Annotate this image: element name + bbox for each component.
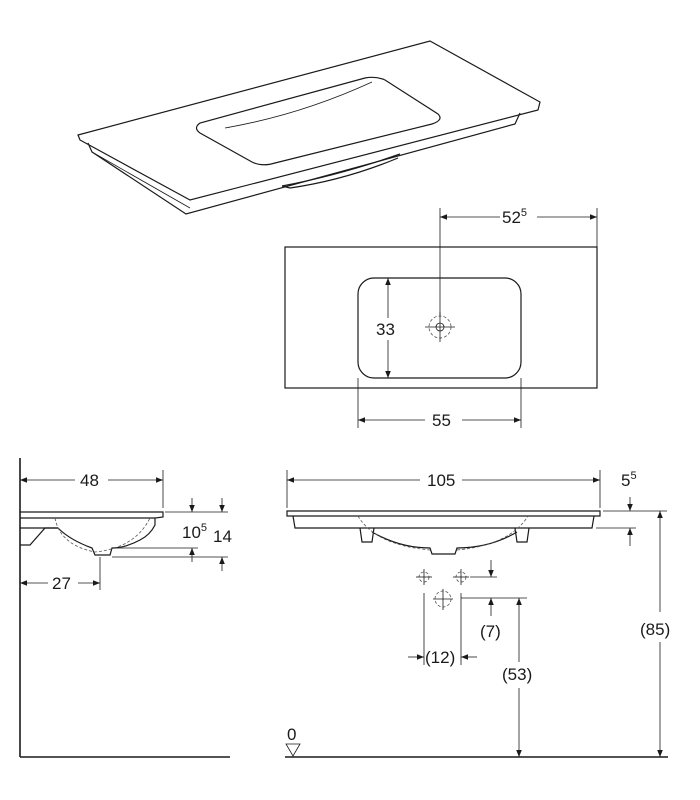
dim-drain-offset: 27 xyxy=(52,574,71,593)
hole-marker-icon xyxy=(416,569,432,585)
hole-marker-icon xyxy=(453,569,469,585)
dim-hole-spacing-vertical: (7) xyxy=(480,622,501,641)
dim-rim-thickness: 55 xyxy=(621,470,637,490)
plan-view: 525 33 55 xyxy=(284,207,598,430)
dim-drain-height: (53) xyxy=(502,665,532,684)
dim-bowl-height: 105 xyxy=(182,522,207,542)
front-view: 105 55 (7) (12) (53) (85) 0 xyxy=(285,470,670,758)
dim-rim-height: (85) xyxy=(640,620,670,639)
perspective-view xyxy=(77,40,541,215)
dim-hole-spacing-horizontal: (12) xyxy=(425,648,455,667)
dim-tap-offset: 525 xyxy=(502,207,527,227)
drain-marker-icon xyxy=(433,589,453,610)
dim-depth: 48 xyxy=(80,471,99,490)
floor-level-icon xyxy=(285,743,301,757)
dim-total-height: 14 xyxy=(213,527,232,546)
dim-bowl-depth: 33 xyxy=(376,320,395,339)
floor-level-label: 0 xyxy=(287,725,296,744)
dim-width: 105 xyxy=(427,471,455,490)
side-view: 48 105 14 27 xyxy=(19,458,232,758)
dim-bowl-width: 55 xyxy=(432,411,451,430)
